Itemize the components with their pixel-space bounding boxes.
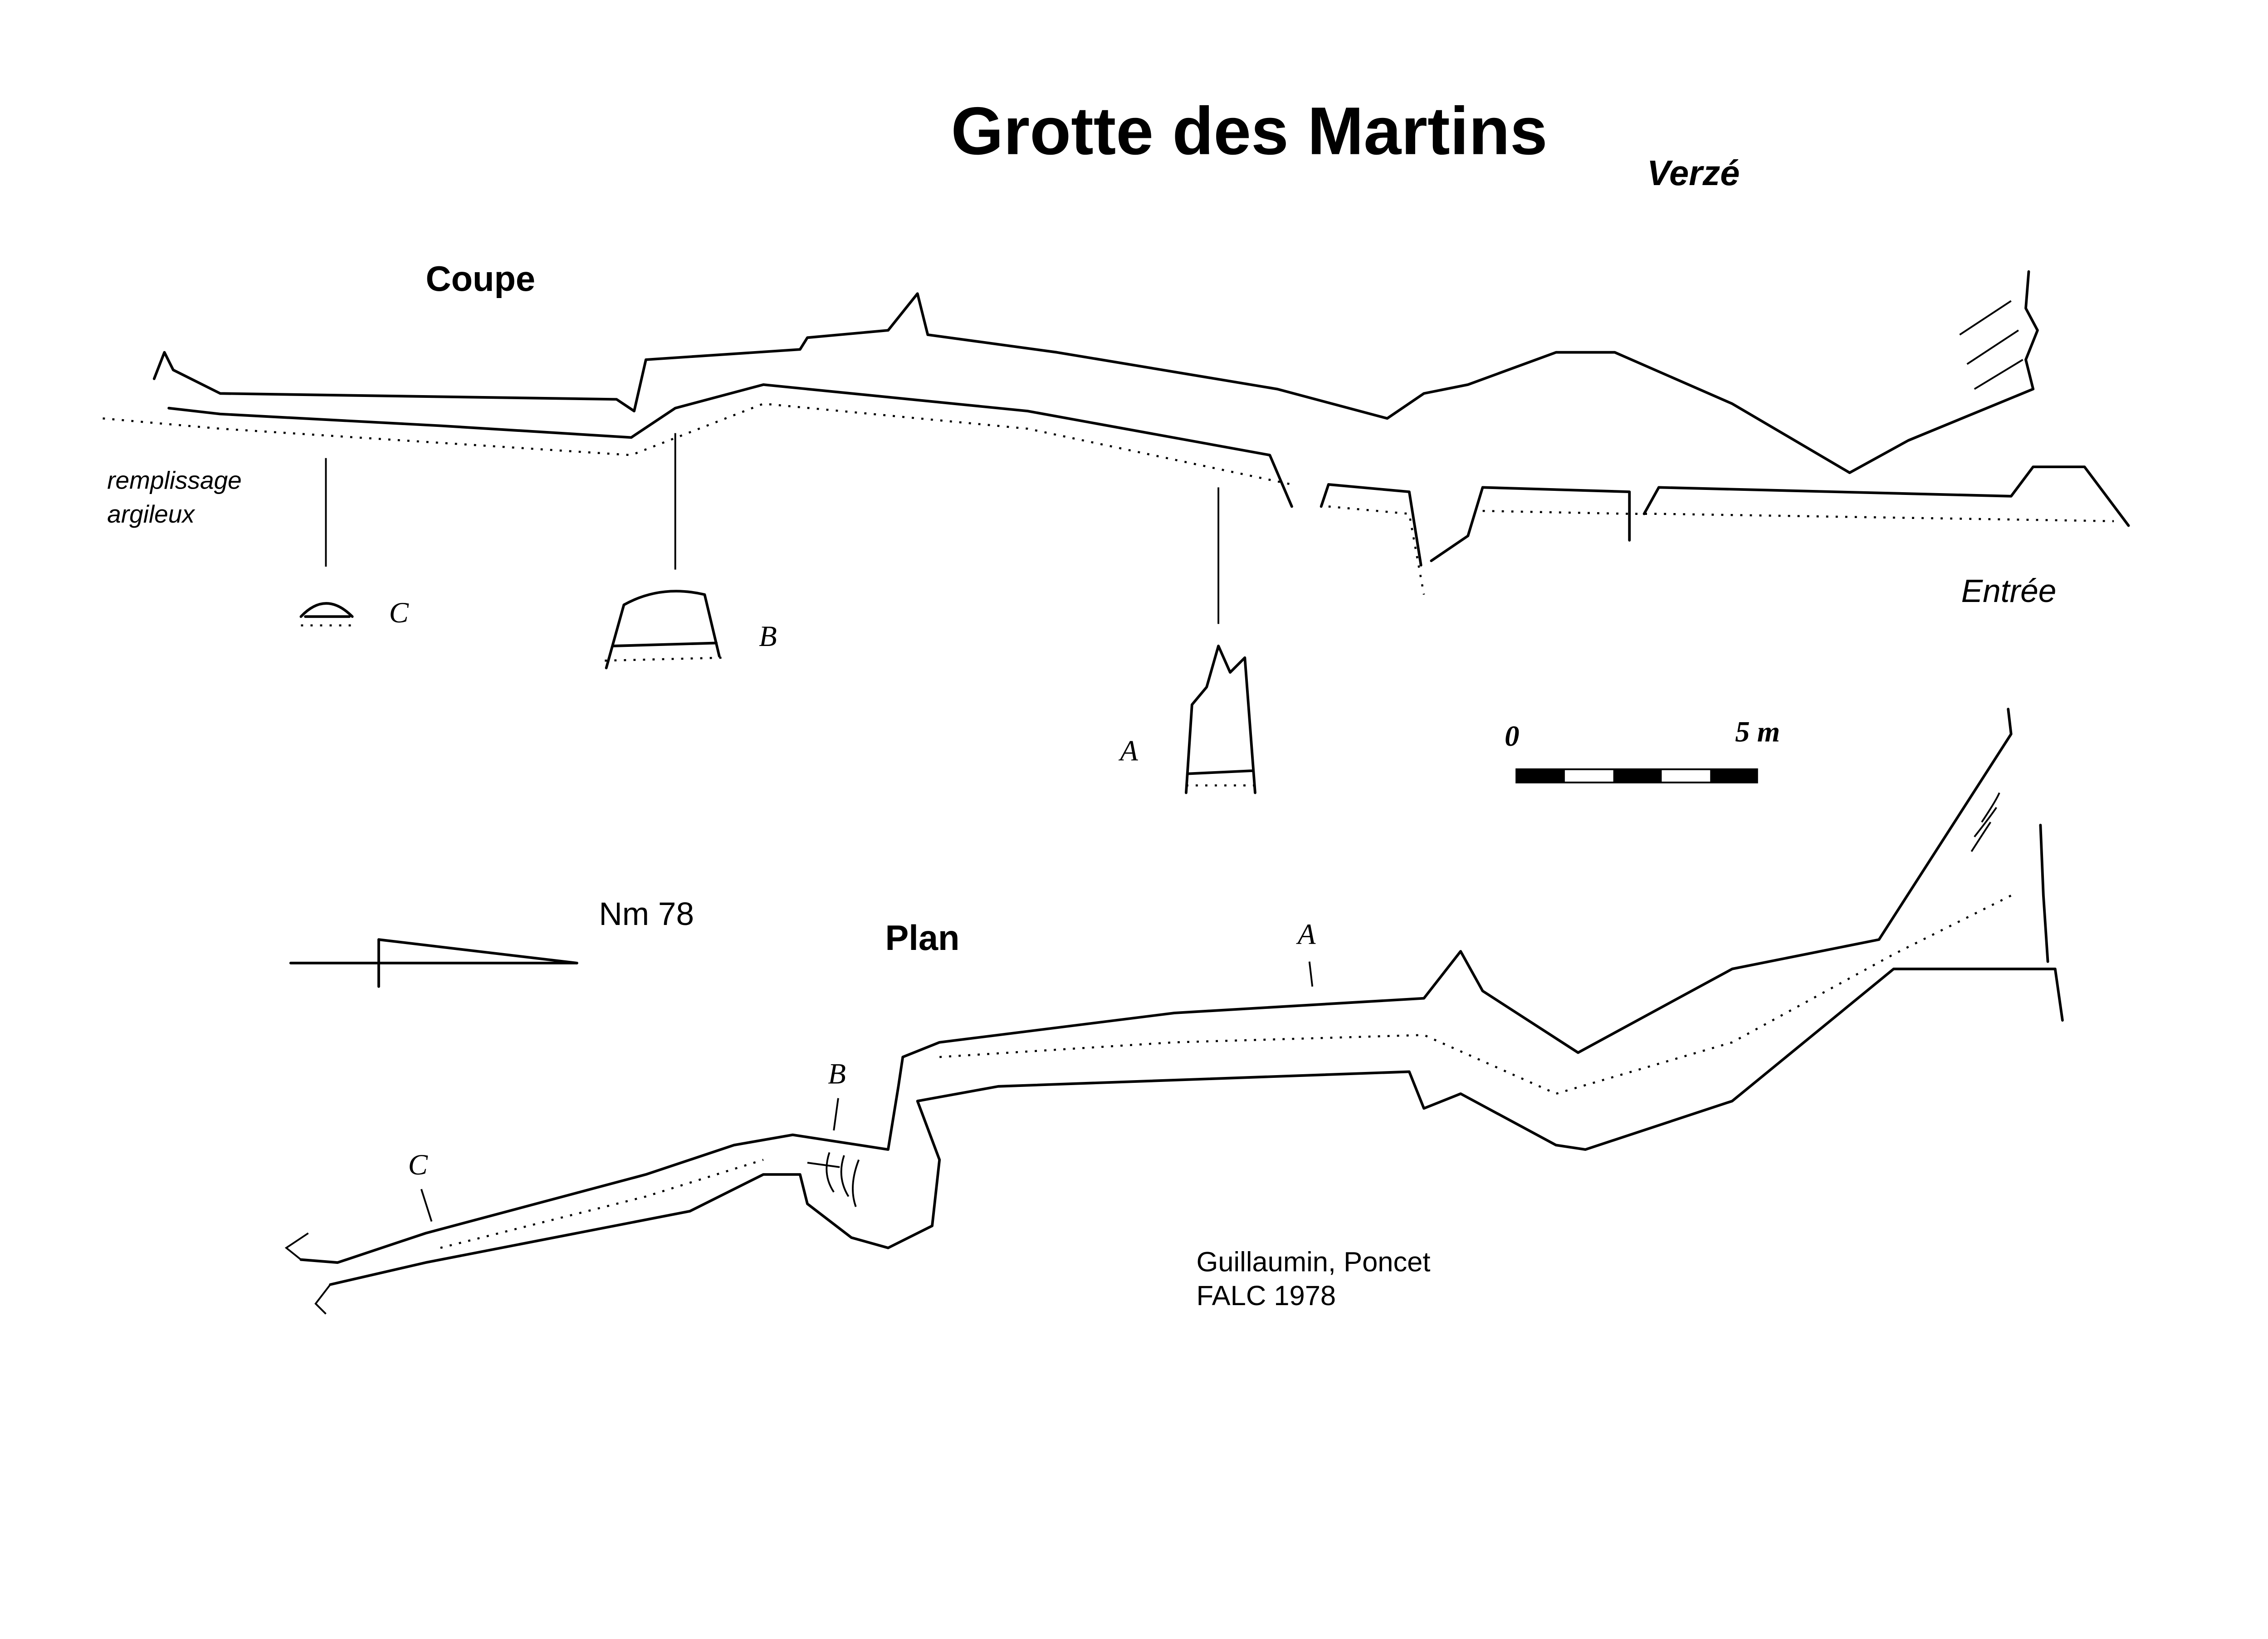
plan-heading: Plan	[885, 919, 959, 958]
cross-section-a	[1184, 645, 1256, 794]
cross-section-c	[299, 602, 354, 618]
section-ceiling	[152, 270, 2039, 474]
plan-fill	[939, 895, 2012, 1095]
cross-sections: C B A	[299, 590, 1256, 794]
cave-survey-diagram: Grotte des Martins Verzé Coupe remplissa…	[103, 93, 2130, 1315]
north-arrow-head	[377, 938, 578, 964]
plan-marker-b-tick	[833, 1098, 839, 1131]
plan-marker-a: A	[1296, 918, 1316, 950]
section-floor	[1320, 483, 1422, 567]
fill-label-line1: remplissage	[107, 466, 242, 494]
plan-marker-b: B	[828, 1057, 846, 1090]
cross-section-c-label: C	[389, 596, 409, 629]
plan-upper-wall	[299, 708, 2013, 1264]
cross-section-b	[605, 590, 721, 670]
plan-hatch	[807, 792, 2000, 1207]
section-profile	[103, 270, 2130, 624]
scale-segment	[1516, 769, 1565, 783]
plan-outline: A B C	[284, 708, 2064, 1315]
wall-hatch	[1959, 300, 2024, 390]
entrance-label: Entrée	[1961, 573, 2057, 609]
section-floor	[167, 383, 1293, 508]
section-heading: Coupe	[426, 259, 536, 298]
credits-club-year: FALC 1978	[1197, 1280, 1336, 1311]
section-floor	[1430, 486, 1631, 563]
cross-section-b-fill	[605, 656, 723, 662]
clay-fill	[1482, 509, 2114, 523]
cross-section-b-label: B	[759, 620, 777, 652]
plan-marker-c: C	[408, 1148, 428, 1181]
cross-section-a-label: A	[1118, 734, 1138, 767]
clay-fill	[1328, 505, 1425, 595]
plan-lower-wall	[329, 968, 2064, 1286]
scale-start-label: 0	[1505, 719, 1519, 752]
scale-segment	[1613, 769, 1662, 783]
clay-fill	[103, 402, 1292, 486]
scale-bar: 0 5 m	[1505, 715, 1780, 783]
title: Grotte des Martins	[951, 93, 1547, 169]
section-floor	[1642, 465, 2130, 527]
scale-segment	[1710, 769, 1757, 783]
plan-end-detail	[284, 1232, 331, 1315]
plan-marker-c-tick	[420, 1189, 433, 1222]
plan-entrance-wall	[2039, 823, 2049, 963]
north-label: Nm 78	[599, 896, 694, 932]
location: Verzé	[1647, 154, 1740, 193]
scale-end-label: 5 m	[1735, 715, 1780, 748]
plan-fill	[440, 1159, 764, 1249]
credits-authors: Guillaumin, Poncet	[1197, 1247, 1431, 1278]
fill-label-line2: argileux	[107, 500, 196, 528]
north-arrow: Nm 78	[289, 896, 694, 988]
plan-marker-a-tick	[1308, 961, 1314, 987]
